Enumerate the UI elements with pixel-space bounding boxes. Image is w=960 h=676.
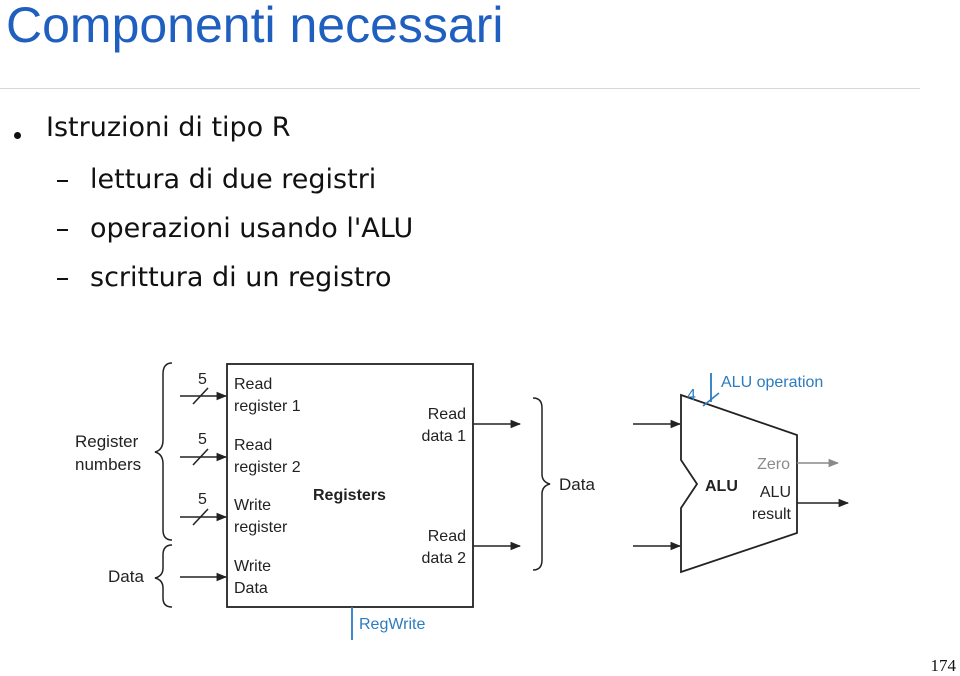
bus-slash xyxy=(192,508,209,526)
dash-icon xyxy=(57,278,68,280)
bullet-main: Istruzioni di tipo R xyxy=(46,112,291,143)
write-data-line2: Data xyxy=(234,580,268,597)
alu-label: ALU xyxy=(705,478,738,495)
register-file-alu-diagram: Register numbers Data 5 5 5 Read registe… xyxy=(75,362,850,640)
data-brace xyxy=(154,544,173,608)
read-data-1-line2: data 1 xyxy=(422,428,467,445)
register-file-box xyxy=(226,363,474,608)
registers-label: Registers xyxy=(313,487,386,504)
register-numbers-brace xyxy=(154,362,173,541)
sub-bullet-1: lettura di due registri xyxy=(90,164,377,195)
read-register-2-line2: register 2 xyxy=(234,459,301,476)
alu-op-bus-slash xyxy=(702,392,720,407)
write-data-line1: Write xyxy=(234,558,271,575)
read-register-2-line1: Read xyxy=(234,437,272,454)
bullet-dot-icon xyxy=(14,132,21,139)
register-numbers-label-2: numbers xyxy=(75,455,141,474)
alu-op-width: 4 xyxy=(687,387,696,404)
bus-width-3: 5 xyxy=(198,491,207,508)
sub-bullet-3: scrittura di un registro xyxy=(90,262,392,293)
write-register-line2: register xyxy=(234,519,288,536)
alu-shape xyxy=(680,393,798,574)
dash-icon xyxy=(57,180,68,182)
dash-icon xyxy=(57,229,68,231)
page-number: 174 xyxy=(930,656,957,675)
alu-result-line2: result xyxy=(752,506,792,523)
register-numbers-label-1: Register xyxy=(75,432,139,451)
write-register-line1: Write xyxy=(234,497,271,514)
read-register-1-line2: register 1 xyxy=(234,398,301,415)
data-middle-label: Data xyxy=(559,475,595,494)
read-data-1-line1: Read xyxy=(428,406,466,423)
read-data-2-line1: Read xyxy=(428,528,466,545)
alu-operation-label: ALU operation xyxy=(721,374,823,391)
read-register-1-line1: Read xyxy=(234,376,272,393)
bus-slash xyxy=(192,448,209,466)
regwrite-label: RegWrite xyxy=(359,616,425,633)
title-divider xyxy=(0,88,920,89)
sub-bullet-2: operazioni usando l'ALU xyxy=(90,213,414,244)
bus-slash xyxy=(192,387,209,405)
alu-result-line1: ALU xyxy=(760,484,791,501)
data-output-brace xyxy=(532,397,551,571)
data-input-label: Data xyxy=(108,567,144,586)
slide-title: Componenti necessari xyxy=(6,0,504,53)
bus-width-2: 5 xyxy=(198,431,207,448)
bus-width-1: 5 xyxy=(198,371,207,388)
read-data-2-line2: data 2 xyxy=(422,550,467,567)
zero-label: Zero xyxy=(757,456,790,473)
